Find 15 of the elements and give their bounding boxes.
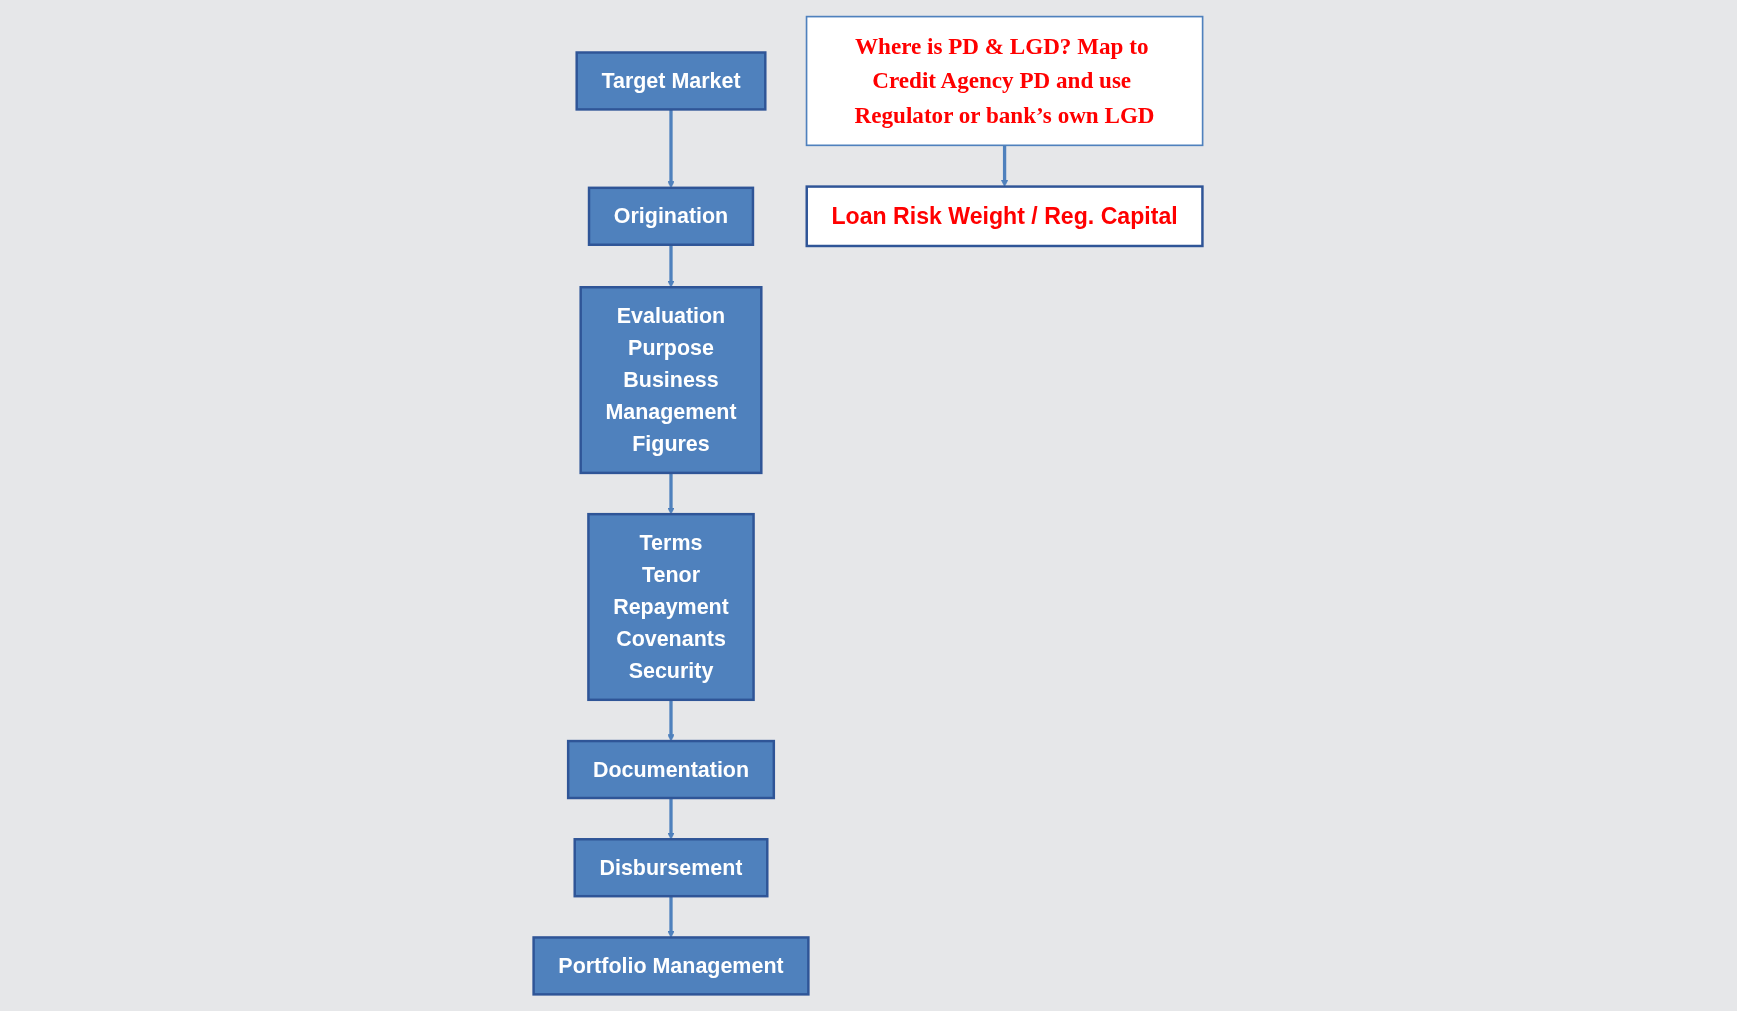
arrow xyxy=(1001,145,1009,187)
node-box: Evaluation Purpose Business Management Figures xyxy=(579,286,763,475)
arrow xyxy=(667,699,675,742)
node-box: Loan Risk Weight / Reg. Capital xyxy=(805,185,1205,248)
node-box: Origination xyxy=(588,186,755,246)
arrow xyxy=(667,798,675,840)
node-box: Terms Tenor Repayment Covenants Security xyxy=(587,512,756,702)
arrow xyxy=(667,896,675,938)
node-box: Documentation xyxy=(567,739,776,800)
node-box: Disbursement xyxy=(573,838,769,898)
arrow xyxy=(667,244,675,288)
node-box: Portfolio Management xyxy=(532,936,810,996)
arrow xyxy=(667,472,675,515)
node-box: Where is PD & LGD? Map to Credit Agency PD and use Regulator or bank’s own LGD xyxy=(806,15,1204,147)
node-box: Target Market xyxy=(575,51,767,111)
